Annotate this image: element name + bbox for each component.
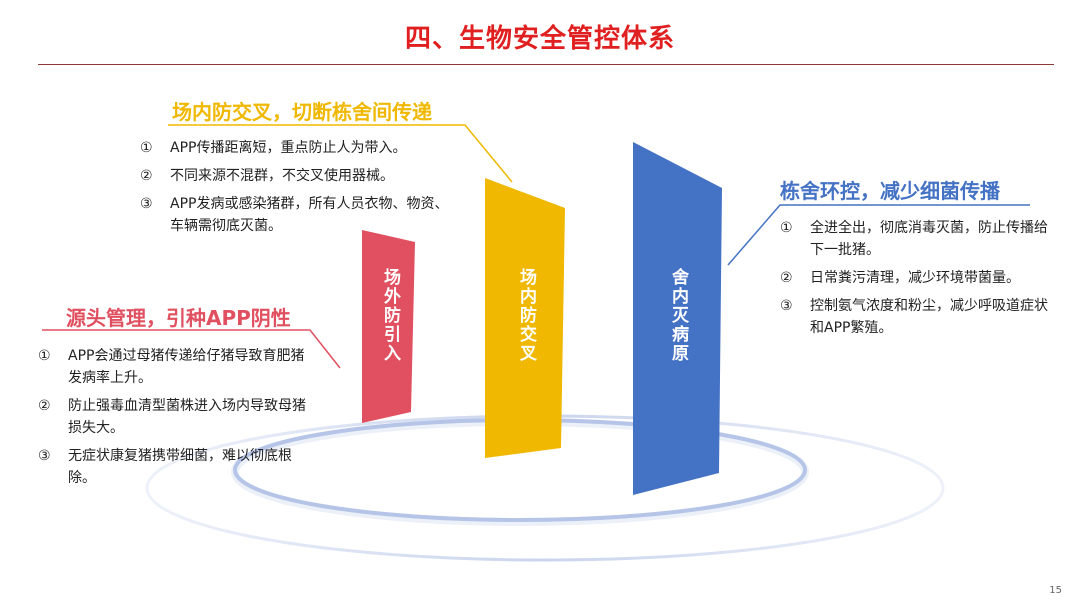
list-text: 控制氨气浓度和粉尘，减少呼吸道症状和APP繁殖。 [810, 298, 1048, 336]
list-text: 不同来源不混群，不交叉使用器械。 [170, 168, 394, 184]
pillar-red [362, 230, 415, 423]
pillar-orange [485, 178, 565, 458]
list-num: ② [780, 270, 793, 286]
pillar-label-outside: 场外防引入 [380, 268, 400, 363]
list-text: 防止强毒血清型菌株进入场内导致母猪损失大。 [68, 398, 306, 436]
list-item: ① APP会通过母猪传递给仔猪导致育肥猪发病率上升。 [38, 345, 318, 389]
callout-line-orange [168, 124, 513, 183]
list-item: ② 防止强毒血清型菌株进入场内导致母猪损失大。 [38, 395, 318, 439]
list-item: ② 日常粪污清理，减少环境带菌量。 [780, 267, 1060, 289]
list-text: APP传播距离短，重点防止人为带入。 [170, 140, 407, 156]
list-num: ② [38, 398, 51, 414]
list-num: ① [780, 220, 793, 236]
farm-list: ① APP传播距离短，重点防止人为带入。 ② 不同来源不混群，不交叉使用器械。 … [140, 137, 460, 243]
list-item: ③ APP发病或感染猪群，所有人员衣物、物资、车辆需彻底灭菌。 [140, 193, 460, 237]
list-num: ③ [38, 448, 51, 464]
list-num: ③ [140, 196, 153, 212]
list-text: 全进全出，彻底消毒灭菌，防止传播给下一批猪。 [810, 220, 1048, 258]
pillar-label-inside: 场内防交叉 [516, 268, 536, 363]
page-title: 四、生物安全管控体系 [404, 24, 675, 54]
barn-heading: 栋舍环控，减少细菌传播 [780, 179, 1000, 203]
list-item: ② 不同来源不混群，不交叉使用器械。 [140, 165, 460, 187]
list-num: ③ [780, 298, 793, 314]
list-item: ③ 无症状康复猪携带细菌，难以彻底根除。 [38, 445, 318, 489]
list-item: ③ 控制氨气浓度和粉尘，减少呼吸道症状和APP繁殖。 [780, 295, 1060, 339]
list-item: ① APP传播距离短，重点防止人为带入。 [140, 137, 460, 159]
pillar-blue [633, 142, 722, 495]
list-text: APP会通过母猪传递给仔猪导致育肥猪发病率上升。 [68, 348, 305, 386]
source-heading: 源头管理，引种APP阴性 [66, 306, 291, 330]
list-num: ① [38, 348, 51, 364]
callout-line-red [42, 329, 341, 369]
callout-line-blue [727, 204, 1030, 266]
list-text: APP发病或感染猪群，所有人员衣物、物资、车辆需彻底灭菌。 [170, 196, 449, 234]
farm-heading: 场内防交叉，切断栋舍间传递 [172, 100, 432, 124]
list-num: ② [140, 168, 153, 184]
title-divider [38, 64, 1054, 65]
source-list: ① APP会通过母猪传递给仔猪导致育肥猪发病率上升。 ② 防止强毒血清型菌株进入… [38, 345, 318, 495]
list-item: ① 全进全出，彻底消毒灭菌，防止传播给下一批猪。 [780, 217, 1060, 261]
barn-list: ① 全进全出，彻底消毒灭菌，防止传播给下一批猪。 ② 日常粪污清理，减少环境带菌… [780, 217, 1060, 345]
list-text: 日常粪污清理，减少环境带菌量。 [810, 270, 1020, 286]
page-number: 15 [1049, 585, 1062, 596]
list-text: 无症状康复猪携带细菌，难以彻底根除。 [68, 448, 292, 486]
list-num: ① [140, 140, 153, 156]
pillar-label-barn: 舍内灭病原 [668, 268, 688, 363]
